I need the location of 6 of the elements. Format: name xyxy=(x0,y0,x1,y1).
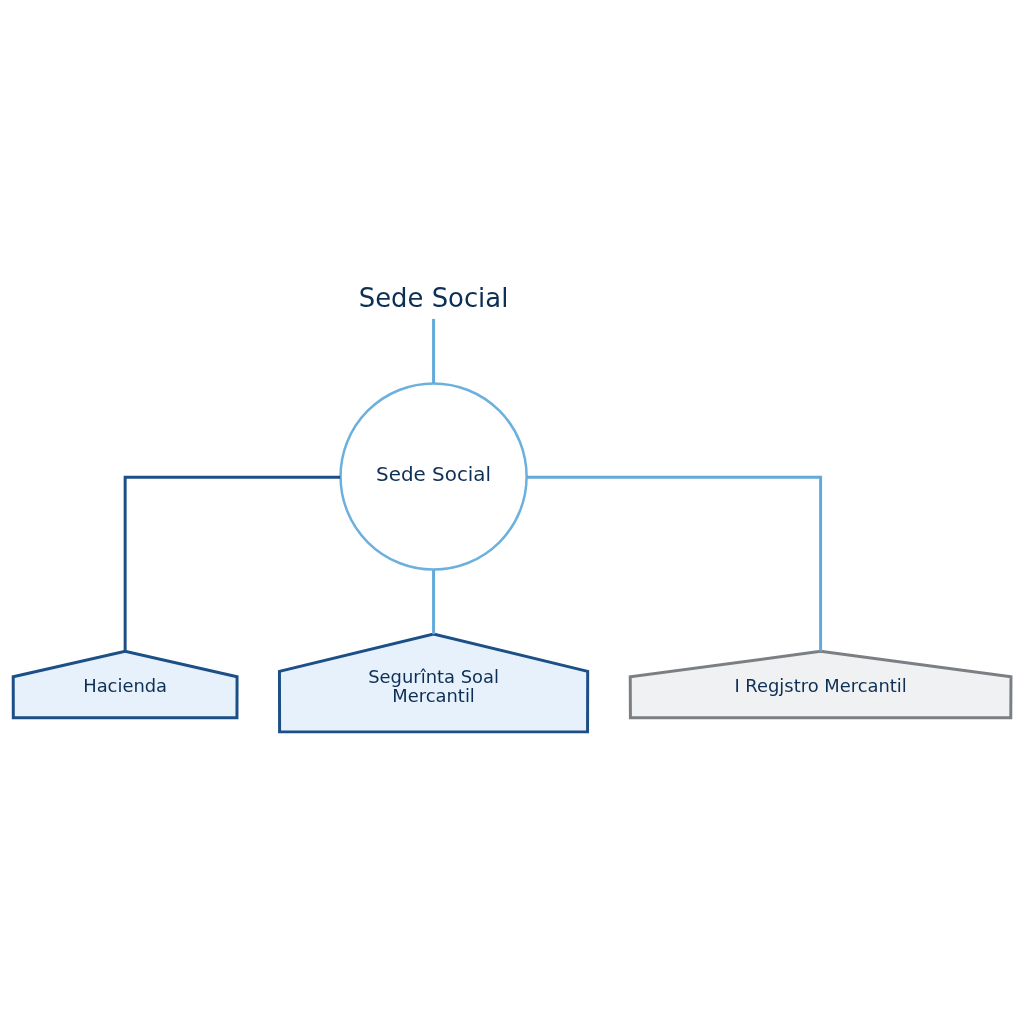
connector xyxy=(526,475,823,652)
connector xyxy=(432,318,436,384)
connector xyxy=(432,569,436,635)
connector xyxy=(123,475,341,652)
node-text: Sede Social xyxy=(358,282,509,313)
node-circle: Sede Social xyxy=(339,382,528,571)
